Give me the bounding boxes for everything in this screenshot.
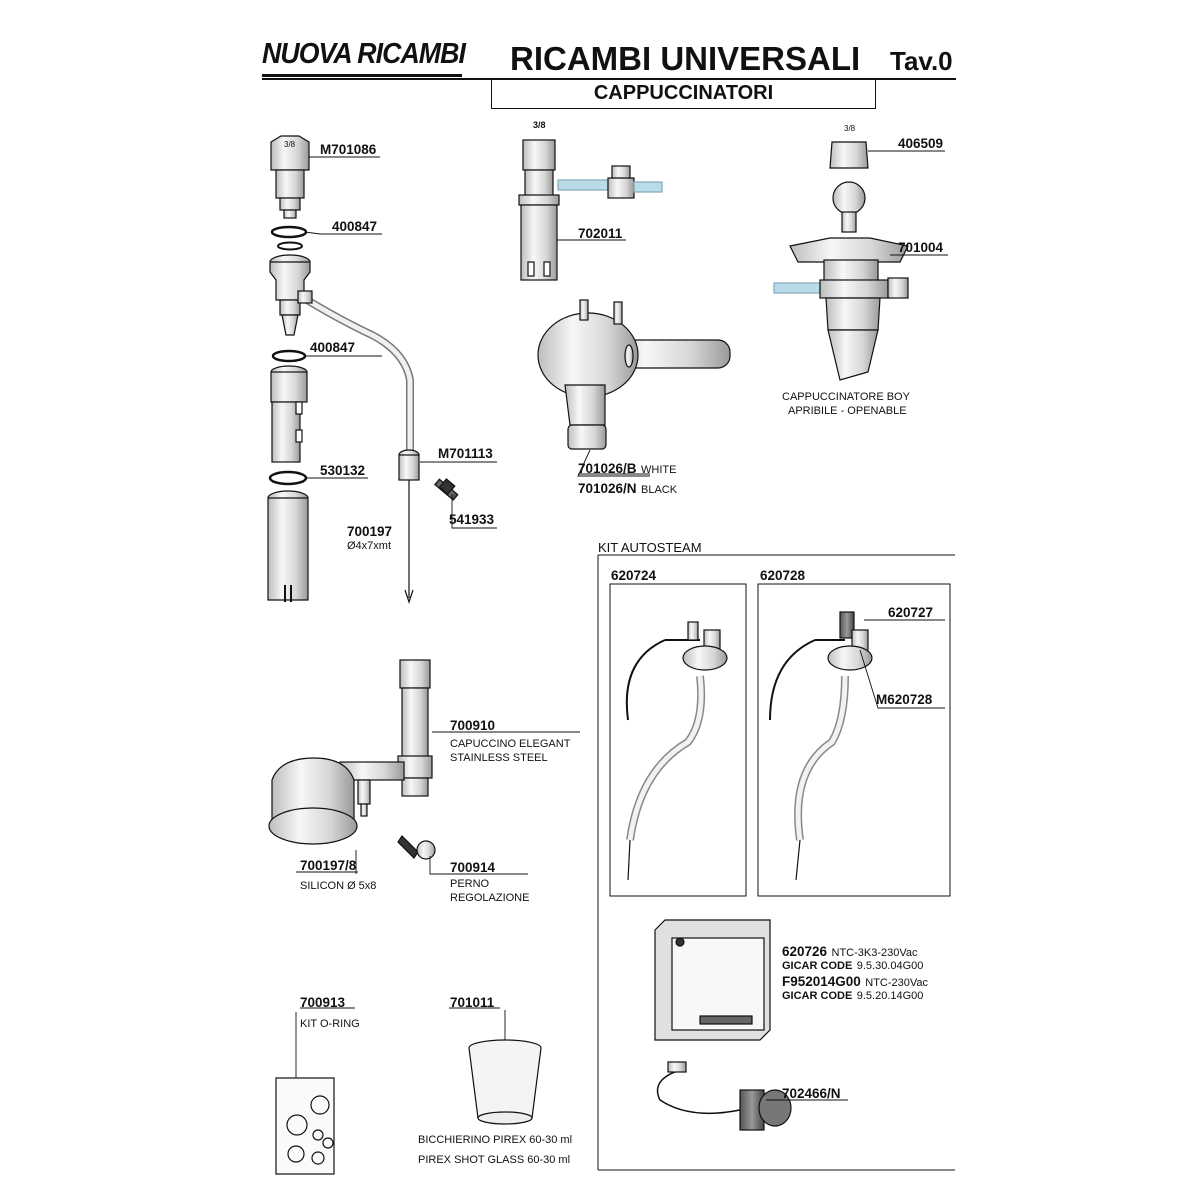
page-subtitle: CAPPUCCINATORI	[593, 82, 774, 104]
part-code-702011: 702011	[578, 226, 623, 241]
thread-label: 3/8	[844, 124, 856, 133]
kit-code-m620728: M620728	[876, 692, 933, 707]
part-code-700197: 700197	[347, 524, 393, 539]
kit-spec-620726: NTC-3K3-230Vac	[831, 947, 918, 959]
part-code-400847-a: 400847	[332, 219, 378, 234]
cappuccinatore-702011-drawing	[518, 139, 663, 281]
gicar-code-value: 9.5.20.14G00	[856, 990, 924, 1002]
part-code-400847-b: 400847	[310, 340, 356, 355]
control-box-620726-drawing	[654, 919, 771, 1041]
part-code-701026n: 701026/N	[578, 481, 637, 496]
part-desc-701004-line1: CAPPUCCINATORE BOY	[782, 391, 910, 403]
nut-m701086-drawing	[270, 135, 310, 219]
sleeve-drawing	[270, 365, 308, 463]
oring-400847-a-drawing	[270, 225, 308, 239]
part-desc-701004-line2: APRIBILE - OPENABLE	[788, 405, 907, 417]
part-code-406509: 406509	[898, 136, 944, 151]
thread-label: 3/8	[533, 120, 546, 130]
kit-spec-f952014: NTC-230Vac	[865, 977, 929, 989]
autosteam-620728-drawing	[769, 611, 873, 881]
header-rule	[262, 78, 956, 80]
part-desc-700913: KIT O-RING	[300, 1018, 360, 1030]
leader-lines	[295, 150, 948, 1101]
kit-code-620727: 620727	[888, 605, 934, 620]
oring-kit-700913-drawing	[275, 1077, 335, 1175]
oring-530132-drawing	[268, 470, 308, 486]
part-desc-700197: Ø4x7xmt	[347, 540, 392, 552]
part-desc-700914-line1: PERNO	[450, 878, 490, 890]
nozzle-tube-drawing	[267, 490, 309, 602]
kit-label-f952014: F952014G00 NTC-230Vac	[782, 973, 928, 991]
part-code-701011: 701011	[450, 995, 495, 1010]
part-code-701026b: 701026/B	[578, 461, 637, 476]
gicar-code-label: GICAR CODE	[782, 960, 853, 972]
oring-400847-b-drawing	[271, 349, 307, 363]
part-desc-700914-line2: REGOLAZIONE	[450, 892, 530, 904]
part-code-530132: 530132	[320, 463, 366, 478]
part-code-701004: 701004	[898, 240, 944, 255]
kit-code-620728: 620728	[760, 568, 806, 583]
nut-406509-drawing	[829, 141, 869, 169]
knob-700914-drawing	[397, 835, 436, 860]
gicar-code-value: 9.5.30.04G00	[856, 960, 924, 972]
part-desc-700910-line2: STAINLESS STEEL	[450, 752, 548, 764]
screw-541933-drawing	[434, 478, 459, 501]
part-desc-700197-8: SILICON Ø 5x8	[300, 880, 377, 892]
part-code-700914: 700914	[450, 860, 496, 875]
part-desc-701026b: WHITE	[641, 464, 677, 476]
table-number: Tav.0	[890, 46, 953, 76]
part-desc-701026n: BLACK	[641, 484, 678, 496]
kit-label-620726: 620726 NTC-3K3-230Vac	[782, 943, 918, 961]
kit-code-f952014: F952014G00	[782, 974, 861, 989]
cappuccinatore-701004-drawing	[773, 181, 909, 381]
shot-glass-701011-drawing	[468, 1039, 542, 1125]
part-code-m701086: M701086	[320, 142, 377, 157]
part-desc-701011-line1: BICCHIERINO PIREX 60-30 ml	[418, 1134, 573, 1146]
kit-frame	[597, 554, 955, 1171]
kit-code-620724: 620724	[611, 568, 657, 583]
part-desc-701011-line2: PIREX SHOT GLASS 60-30 ml	[418, 1154, 571, 1166]
subtitle-box	[491, 79, 876, 109]
kit-gicar-620726: GICAR CODE 9.5.30.04G00	[782, 956, 923, 974]
cappuccinatore-701026-drawing	[537, 299, 731, 450]
probe-702466n-drawing	[656, 1061, 792, 1131]
part-code-700913: 700913	[300, 995, 346, 1010]
gicar-code-label: GICAR CODE	[782, 990, 853, 1002]
part-label-701026n: 701026/N BLACK	[578, 480, 677, 498]
part-code-m701113: M701113	[438, 446, 493, 461]
part-code-541933: 541933	[449, 512, 495, 527]
part-code-700197-8: 700197/8	[300, 858, 357, 873]
kit-gicar-f952014: GICAR CODE 9.5.20.14G00	[782, 986, 923, 1004]
kit-code-620726: 620726	[782, 944, 828, 959]
thread-label: 3/8	[284, 140, 296, 149]
cappuccino-elegant-700910-drawing	[268, 659, 433, 845]
part-desc-700910-line1: CAPUCCINO ELEGANT	[450, 738, 571, 750]
brand-underline	[262, 74, 462, 77]
kit-autosteam-title: KIT AUTOSTEAM	[598, 540, 702, 555]
autosteam-620724-drawing	[625, 621, 728, 881]
kit-code-702466n: 702466/N	[782, 1086, 841, 1101]
steam-tube-outer	[299, 293, 414, 450]
part-label-701026b: 701026/B WHITE	[578, 460, 676, 478]
part-code-700910: 700910	[450, 718, 496, 733]
tube-700197-drawing	[398, 449, 420, 604]
page-title: RICAMBI UNIVERSALI	[510, 40, 861, 77]
brand-logo: NUOVA RICAMBI	[262, 38, 466, 70]
